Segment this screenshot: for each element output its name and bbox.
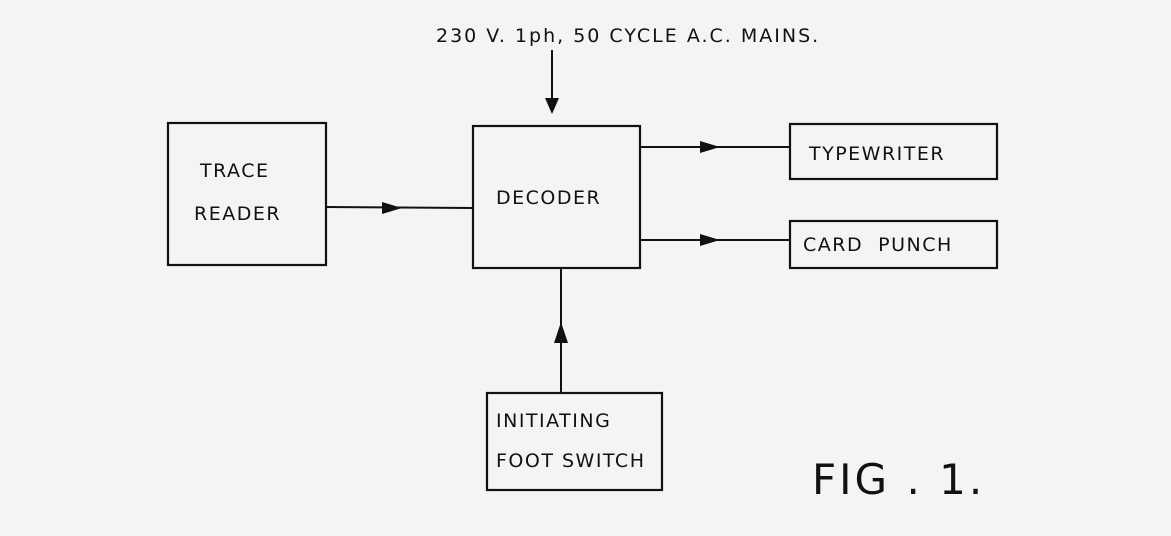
- trace-reader-to-decoder-connector: [325, 202, 474, 214]
- power-supply-label: 230 V. 1ph, 50 CYCLE A.C. MAINS.: [436, 25, 820, 47]
- decoder-to-card-punch-connector: [640, 234, 790, 246]
- foot-switch-label-line2: FOOT SWITCH: [496, 450, 645, 472]
- figure-label: FIG . 1.: [812, 455, 985, 504]
- trace-reader-label-line2: READER: [194, 203, 281, 225]
- typewriter-label: TYPEWRITER: [808, 143, 945, 165]
- power-feed-connector: [545, 50, 559, 114]
- card-punch-label: CARD PUNCH: [803, 234, 953, 256]
- typewriter-block: TYPEWRITER: [788, 122, 999, 181]
- decoder-block: DECODER: [471, 124, 642, 270]
- card-punch-block: CARD PUNCH: [788, 219, 999, 270]
- decoder-to-typewriter-connector: [640, 141, 790, 153]
- trace-reader-block: TRACE READER: [166, 121, 328, 267]
- foot-switch-label-line1: INITIATING: [496, 410, 611, 432]
- trace-reader-label-line1: TRACE: [199, 160, 269, 182]
- foot-switch-block: INITIATING FOOT SWITCH: [485, 391, 664, 492]
- decoder-label: DECODER: [496, 187, 601, 209]
- foot-switch-to-decoder-connector: [554, 268, 568, 393]
